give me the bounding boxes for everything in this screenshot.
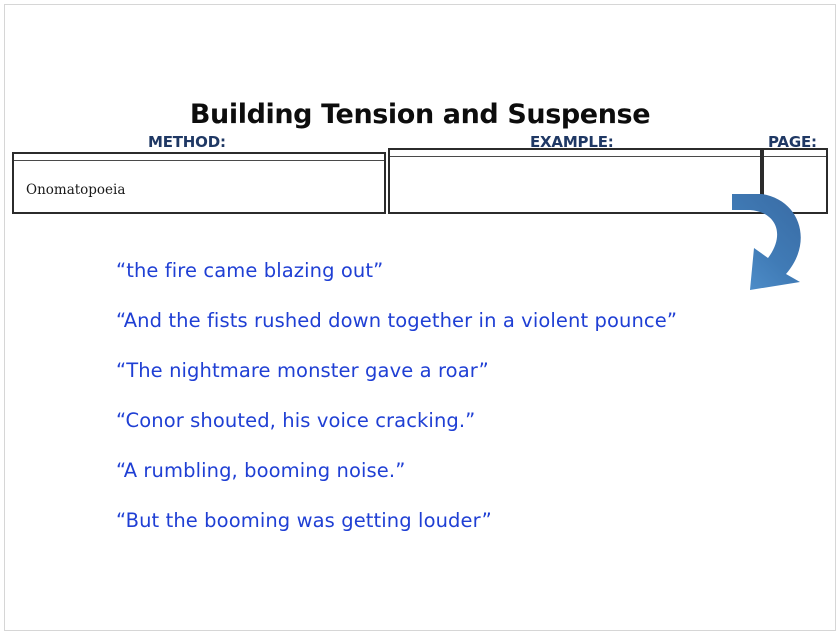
list-item: “And the fists rushed down together in a… <box>116 309 678 332</box>
list-item: “But the booming was getting louder” <box>116 509 492 532</box>
table-cell-method-value: Onomatopoeia <box>26 182 126 198</box>
curved-down-left-arrow-icon <box>732 194 801 290</box>
table-cell-method[interactable]: Onomatopoeia <box>12 152 386 214</box>
quote-list: “the fire came blazing out” “And the fis… <box>116 261 816 561</box>
column-header-page: PAGE: <box>768 133 817 151</box>
page-title: Building Tension and Suspense <box>189 99 651 130</box>
list-item: “The nightmare monster gave a roar” <box>116 359 489 382</box>
list-item: “Conor shouted, his voice cracking.” <box>116 409 476 432</box>
list-item: “A rumbling, booming noise.” <box>116 459 406 482</box>
column-header-example: EXAMPLE: <box>530 133 614 151</box>
list-item: “the fire came blazing out” <box>116 259 384 282</box>
column-header-method: METHOD: <box>148 133 226 151</box>
table-cell-example[interactable] <box>388 148 762 214</box>
